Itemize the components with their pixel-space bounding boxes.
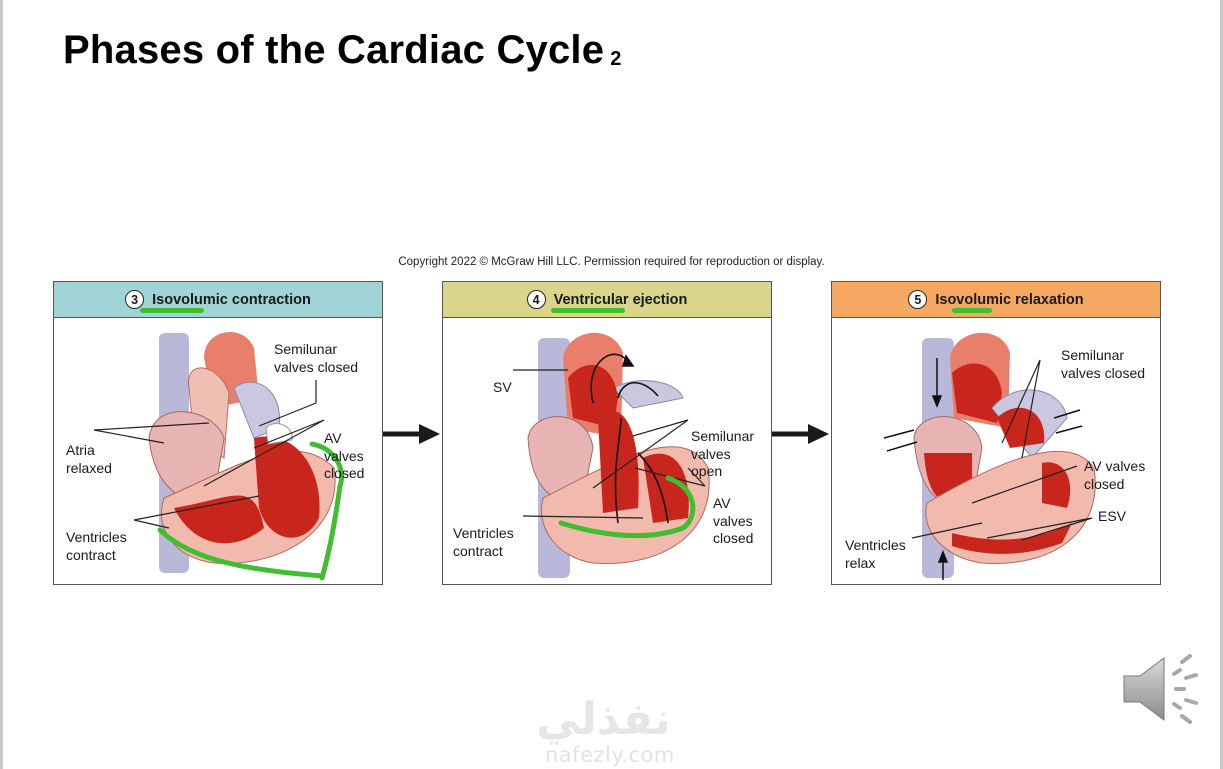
- watermark-latin: nafezly.com: [545, 743, 675, 767]
- label-ventricles-relax: Ventricles relax: [845, 537, 906, 572]
- phase-panel-ventricular-ejection: 4 Ventricular ejection SV: [442, 281, 772, 585]
- label-semilunar-valves-open: Semilunar valves open: [691, 428, 754, 481]
- label-av-valves-closed: AV valves closed: [324, 430, 364, 483]
- label-semilunar-valves-closed: Semilunar valves closed: [1061, 347, 1145, 382]
- phase-number-badge: 3: [125, 290, 145, 309]
- green-highlight-mark: [952, 308, 992, 313]
- label-ventricles-contract: Ventricles contract: [453, 525, 514, 560]
- slide-title-text: Phases of the Cardiac Cycle: [63, 28, 605, 72]
- label-ventricles-contract: Ventricles contract: [66, 529, 127, 564]
- label-text: ESV: [1098, 508, 1127, 524]
- phase-title: Ventricular ejection: [553, 291, 688, 308]
- heart-illustration: [93, 331, 344, 581]
- label-text: AV valves closed: [1084, 458, 1146, 492]
- label-semilunar-valves-closed: Semilunar valves closed: [274, 341, 358, 376]
- label-text: Atria relaxed: [66, 442, 112, 476]
- label-sv: SV: [493, 379, 512, 397]
- label-esv: ESV: [1098, 508, 1126, 526]
- slide-left-edge: [0, 0, 3, 769]
- label-text: Semilunar valves closed: [274, 341, 359, 375]
- green-highlight-mark: [140, 308, 204, 313]
- label-av-valves-closed: AV valves closed: [1084, 458, 1145, 493]
- label-text: Ventricles relax: [845, 537, 906, 571]
- right-arrow-icon: [772, 424, 829, 444]
- slide-right-edge: [1220, 0, 1223, 769]
- speaker-icon[interactable]: [1120, 652, 1200, 726]
- slide-number: 2: [610, 48, 622, 70]
- panel-header: 4 Ventricular ejection: [443, 282, 771, 318]
- label-text: Semilunar valves open: [691, 428, 755, 479]
- label-text: Ventricles contract: [453, 525, 514, 559]
- phase-title: Isovolumic contraction: [152, 291, 311, 308]
- phase-panel-isovolumic-contraction: 3 Isovolumic contraction Semilunar val: [53, 281, 383, 585]
- label-av-valves-closed: AV valves closed: [713, 495, 753, 548]
- label-text: AV valves closed: [713, 495, 754, 546]
- right-arrow-icon: [383, 424, 440, 444]
- label-text: Semilunar valves closed: [1061, 347, 1146, 381]
- phase-title: Isovolumic relaxation: [935, 291, 1084, 308]
- phase-panel-isovolumic-relaxation: 5 Isovolumic relaxation: [831, 281, 1161, 585]
- green-highlight-mark: [551, 308, 625, 313]
- panel-header: 3 Isovolumic contraction: [54, 282, 382, 318]
- copyright-notice: Copyright 2022 © McGraw Hill LLC. Permis…: [398, 256, 825, 268]
- label-text: AV valves closed: [324, 430, 365, 481]
- heart-illustration: [513, 332, 710, 578]
- panel-header: 5 Isovolumic relaxation: [832, 282, 1160, 318]
- label-text: Ventricles contract: [66, 529, 127, 563]
- label-text: SV: [493, 379, 512, 395]
- phase-number-badge: 4: [526, 290, 546, 309]
- label-atria-relaxed: Atria relaxed: [66, 442, 112, 477]
- watermark-arabic: نفذلي: [536, 694, 671, 745]
- phase-number-badge: 5: [908, 290, 928, 309]
- heart-illustration: [883, 332, 1096, 580]
